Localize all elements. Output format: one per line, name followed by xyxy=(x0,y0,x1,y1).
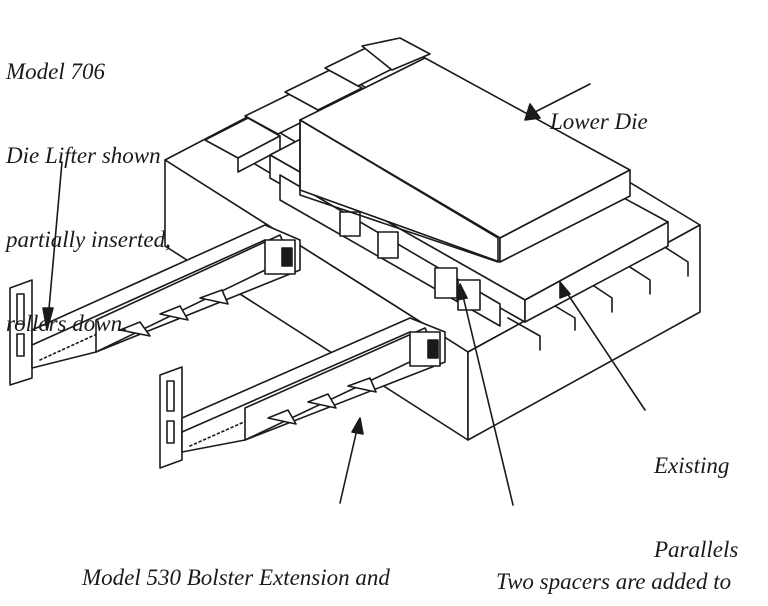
spacers-label-line-1: Two spacers are added to xyxy=(496,569,732,594)
parallel-bars xyxy=(204,37,431,173)
bolster-extension-label: Model 530 Bolster Extension and Model 91… xyxy=(82,508,390,606)
existing-parallels-label-line-1: Existing xyxy=(654,453,730,478)
die-lifter-label-line-2: Die Lifter shown xyxy=(6,143,161,168)
die-lifter-label-line-1: Model 706 xyxy=(6,59,106,84)
existing-parallels-label-line-2: Parallels xyxy=(654,537,739,562)
leader-lines xyxy=(42,83,646,506)
die-lifter-label-line-4: rollers down. xyxy=(6,311,128,336)
lower-die xyxy=(299,57,631,263)
bolster-extension-530 xyxy=(159,317,446,469)
lower-die-label-text: Lower Die xyxy=(550,109,648,134)
spacers-label: Two spacers are added to each die leavin… xyxy=(496,512,731,606)
existing-parallels-label: Existing Parallels (user’s) xyxy=(654,396,738,606)
die-lifter-label-line-3: partially inserted, xyxy=(6,227,171,252)
spacers xyxy=(339,211,481,311)
die-lifter-label: Model 706 Die Lifter shown partially ins… xyxy=(6,2,171,394)
bolster-extension-label-line-1: Model 530 Bolster Extension and xyxy=(82,565,390,590)
die-lifter-706 xyxy=(9,224,301,386)
lower-die-label: Lower Die xyxy=(550,52,648,192)
